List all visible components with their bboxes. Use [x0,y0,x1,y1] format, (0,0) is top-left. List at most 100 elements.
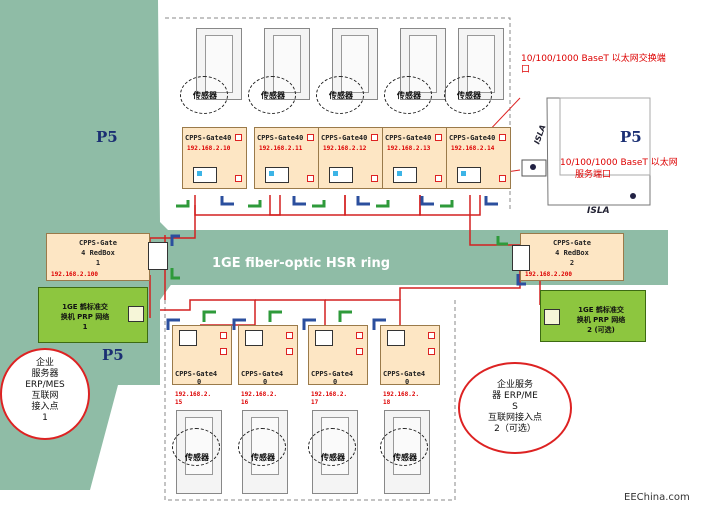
bottom-gateway-4-ip-line2: 18 [383,399,391,406]
sensor-circle-top-2 [248,76,296,114]
service-port-label-line2: 服务端口 [575,170,612,180]
gateway-name-line2: 0 [405,378,410,386]
enterprise-left-line3: ERP/MES [25,380,65,390]
bottom-gateway-3-ip-line1: 192.168.2. [311,391,348,398]
gateway-name: CPPS-Gate40 [257,134,304,142]
redbox-right-connector-icon [512,245,530,271]
sensor-circle-bottom-2 [238,428,286,466]
redbox-left-ip: 192.168.2.100 [51,271,98,278]
redbox-right[interactable]: CPPS-Gate 4 RedBox 2 192.168.2.200 [520,233,624,281]
gateway-name-line2: 0 [197,378,202,386]
sensor-circle-bottom-4 [380,428,428,466]
port-icon [371,175,378,182]
gateway-ip: 192.168.2.11 [259,145,303,152]
top-gateway-5[interactable]: CPPS-Gate40 192.168.2.14 [446,127,511,189]
port-icon [235,175,242,182]
redbox-right-line1: CPPS-Gate [553,239,591,247]
redbox-left-name: CPPS-Gate 4 RedBox 1 [47,238,149,268]
redbox-right-line2: 4 RedBox [555,249,589,257]
enterprise-right-line3: S [512,402,518,412]
connector-icon [179,330,197,346]
bottom-gateway-2[interactable]: CPPS-Gate4 0 [238,325,298,386]
watermark-label: EEChina.com [624,492,690,503]
bottom-gateway-3[interactable]: CPPS-Gate4 0 [308,325,368,386]
gateway-name-line2: 0 [333,378,338,386]
top-gateway-3[interactable]: CPPS-Gate40 192.168.2.12 [318,127,383,189]
arrow-green-icon [202,310,216,322]
prp-switch-left[interactable]: 1GE 鹤标准交 换机 PRP 网络 1 [38,287,148,343]
p5-right-label: P5 [620,128,642,146]
sensor-label-top-5: 传感器 [457,91,481,100]
port-icon [435,175,442,182]
gateway-ip: 192.168.2.13 [387,145,431,152]
arrow-blue-icon [292,196,306,206]
sensor-circle-bottom-3 [308,428,356,466]
gateway-name-line1: CPPS-Gate4 [241,370,284,378]
top-gateway-4[interactable]: CPPS-Gate40 192.168.2.13 [382,127,447,189]
p5-bottom-label: P5 [102,346,124,364]
arrow-blue-icon [356,196,370,206]
prp-left-label: 1GE 鹤标准交 换机 PRP 网络 1 [43,302,127,332]
enterprise-left-line6: 1 [42,413,48,423]
redbox-left-line1: CPPS-Gate [79,239,117,247]
sensor-label-bottom-4: 传感器 [393,453,417,462]
gateway-name: CPPS-Gate40 [185,134,232,142]
sensor-label-top-2: 传感器 [261,91,285,100]
enterprise-right-line2: 器 ERP/ME [492,391,538,401]
p5-left-label: P5 [96,128,118,146]
enterprise-left-label: 企业 服务器 ERP/MES 互联网 接入点 1 [2,358,88,424]
prp-switch-right[interactable]: 1GE 鹤标准交 换机 PRP 网络 2 (可选) [540,290,646,342]
sensor-circle-top-1 [180,76,228,114]
sensor-label-top-3: 传感器 [329,91,353,100]
led-icon [397,171,402,176]
top-gateway-1[interactable]: CPPS-Gate40 192.168.2.10 [182,127,247,189]
prp-right-line3: 2 (可选) [587,326,615,334]
port-icon [499,134,506,141]
gateway-ip: 192.168.2.10 [187,145,231,152]
top-gateway-2[interactable]: CPPS-Gate40 192.168.2.11 [254,127,319,189]
enterprise-left-line4: 互联网 [31,391,59,401]
arrow-blue-icon [232,318,246,330]
prp-left-line1: 1GE 鹤标准交 [62,303,108,311]
gateway-name-line1: CPPS-Gate4 [383,370,426,378]
arrow-green-icon [496,236,508,246]
enterprise-access-point-right[interactable]: 企业服务 器 ERP/ME S 互联网接入点 2（可选） [458,362,572,454]
bottom-gateway-4[interactable]: CPPS-Gate4 0 [380,325,440,386]
port-icon [220,332,227,339]
service-port-label-line1: 10/100/1000 BaseT 以太网 [560,158,678,168]
arrow-blue-icon [372,318,386,330]
port-icon [307,175,314,182]
port-icon [235,134,242,141]
led-icon [269,171,274,176]
redbox-left[interactable]: CPPS-Gate 4 RedBox 1 192.168.2.100 [46,233,150,281]
arrow-green-icon [170,268,180,280]
arrow-blue-icon [170,234,180,246]
led-icon [333,171,338,176]
port-icon [356,332,363,339]
port-icon [499,175,506,182]
switch-port-icon [128,306,144,322]
arrow-green-icon [268,310,282,322]
gateway-name: CPPS-Gate40 [449,134,496,142]
sensor-top-2 [264,28,310,100]
bottom-gateway-1-ip-line1: 192.168.2. [175,391,212,398]
sensor-circle-top-4 [384,76,432,114]
gateway-name-line1: CPPS-Gate4 [311,370,354,378]
gateway-ip: 192.168.2.14 [451,145,495,152]
prp-right-line1: 1GE 鹤标准交 [578,306,624,314]
redbox-right-ip: 192.168.2.200 [525,271,572,278]
redbox-right-name: CPPS-Gate 4 RedBox 2 [521,238,623,268]
connector-icon [387,330,405,346]
prp-left-line2: 换机 PRP 网络 [60,313,110,321]
enterprise-left-line5: 接入点 [31,402,59,412]
enterprise-access-point-left[interactable]: 企业 服务器 ERP/MES 互联网 接入点 1 [0,348,90,440]
connector-icon [315,330,333,346]
sensor-label-bottom-1: 传感器 [185,453,209,462]
prp-right-label: 1GE 鹤标准交 换机 PRP 网络 2 (可选) [561,305,641,335]
bottom-gateway-1[interactable]: CPPS-Gate4 0 [172,325,232,386]
prp-left-line3: 1 [82,323,88,331]
switch-port-label-line2: 口 [521,65,531,75]
gateway-name: CPPS-Gate40 [321,134,368,142]
arrow-blue-icon [166,318,180,330]
bottom-gateway-1-ip-line2: 15 [175,399,183,406]
